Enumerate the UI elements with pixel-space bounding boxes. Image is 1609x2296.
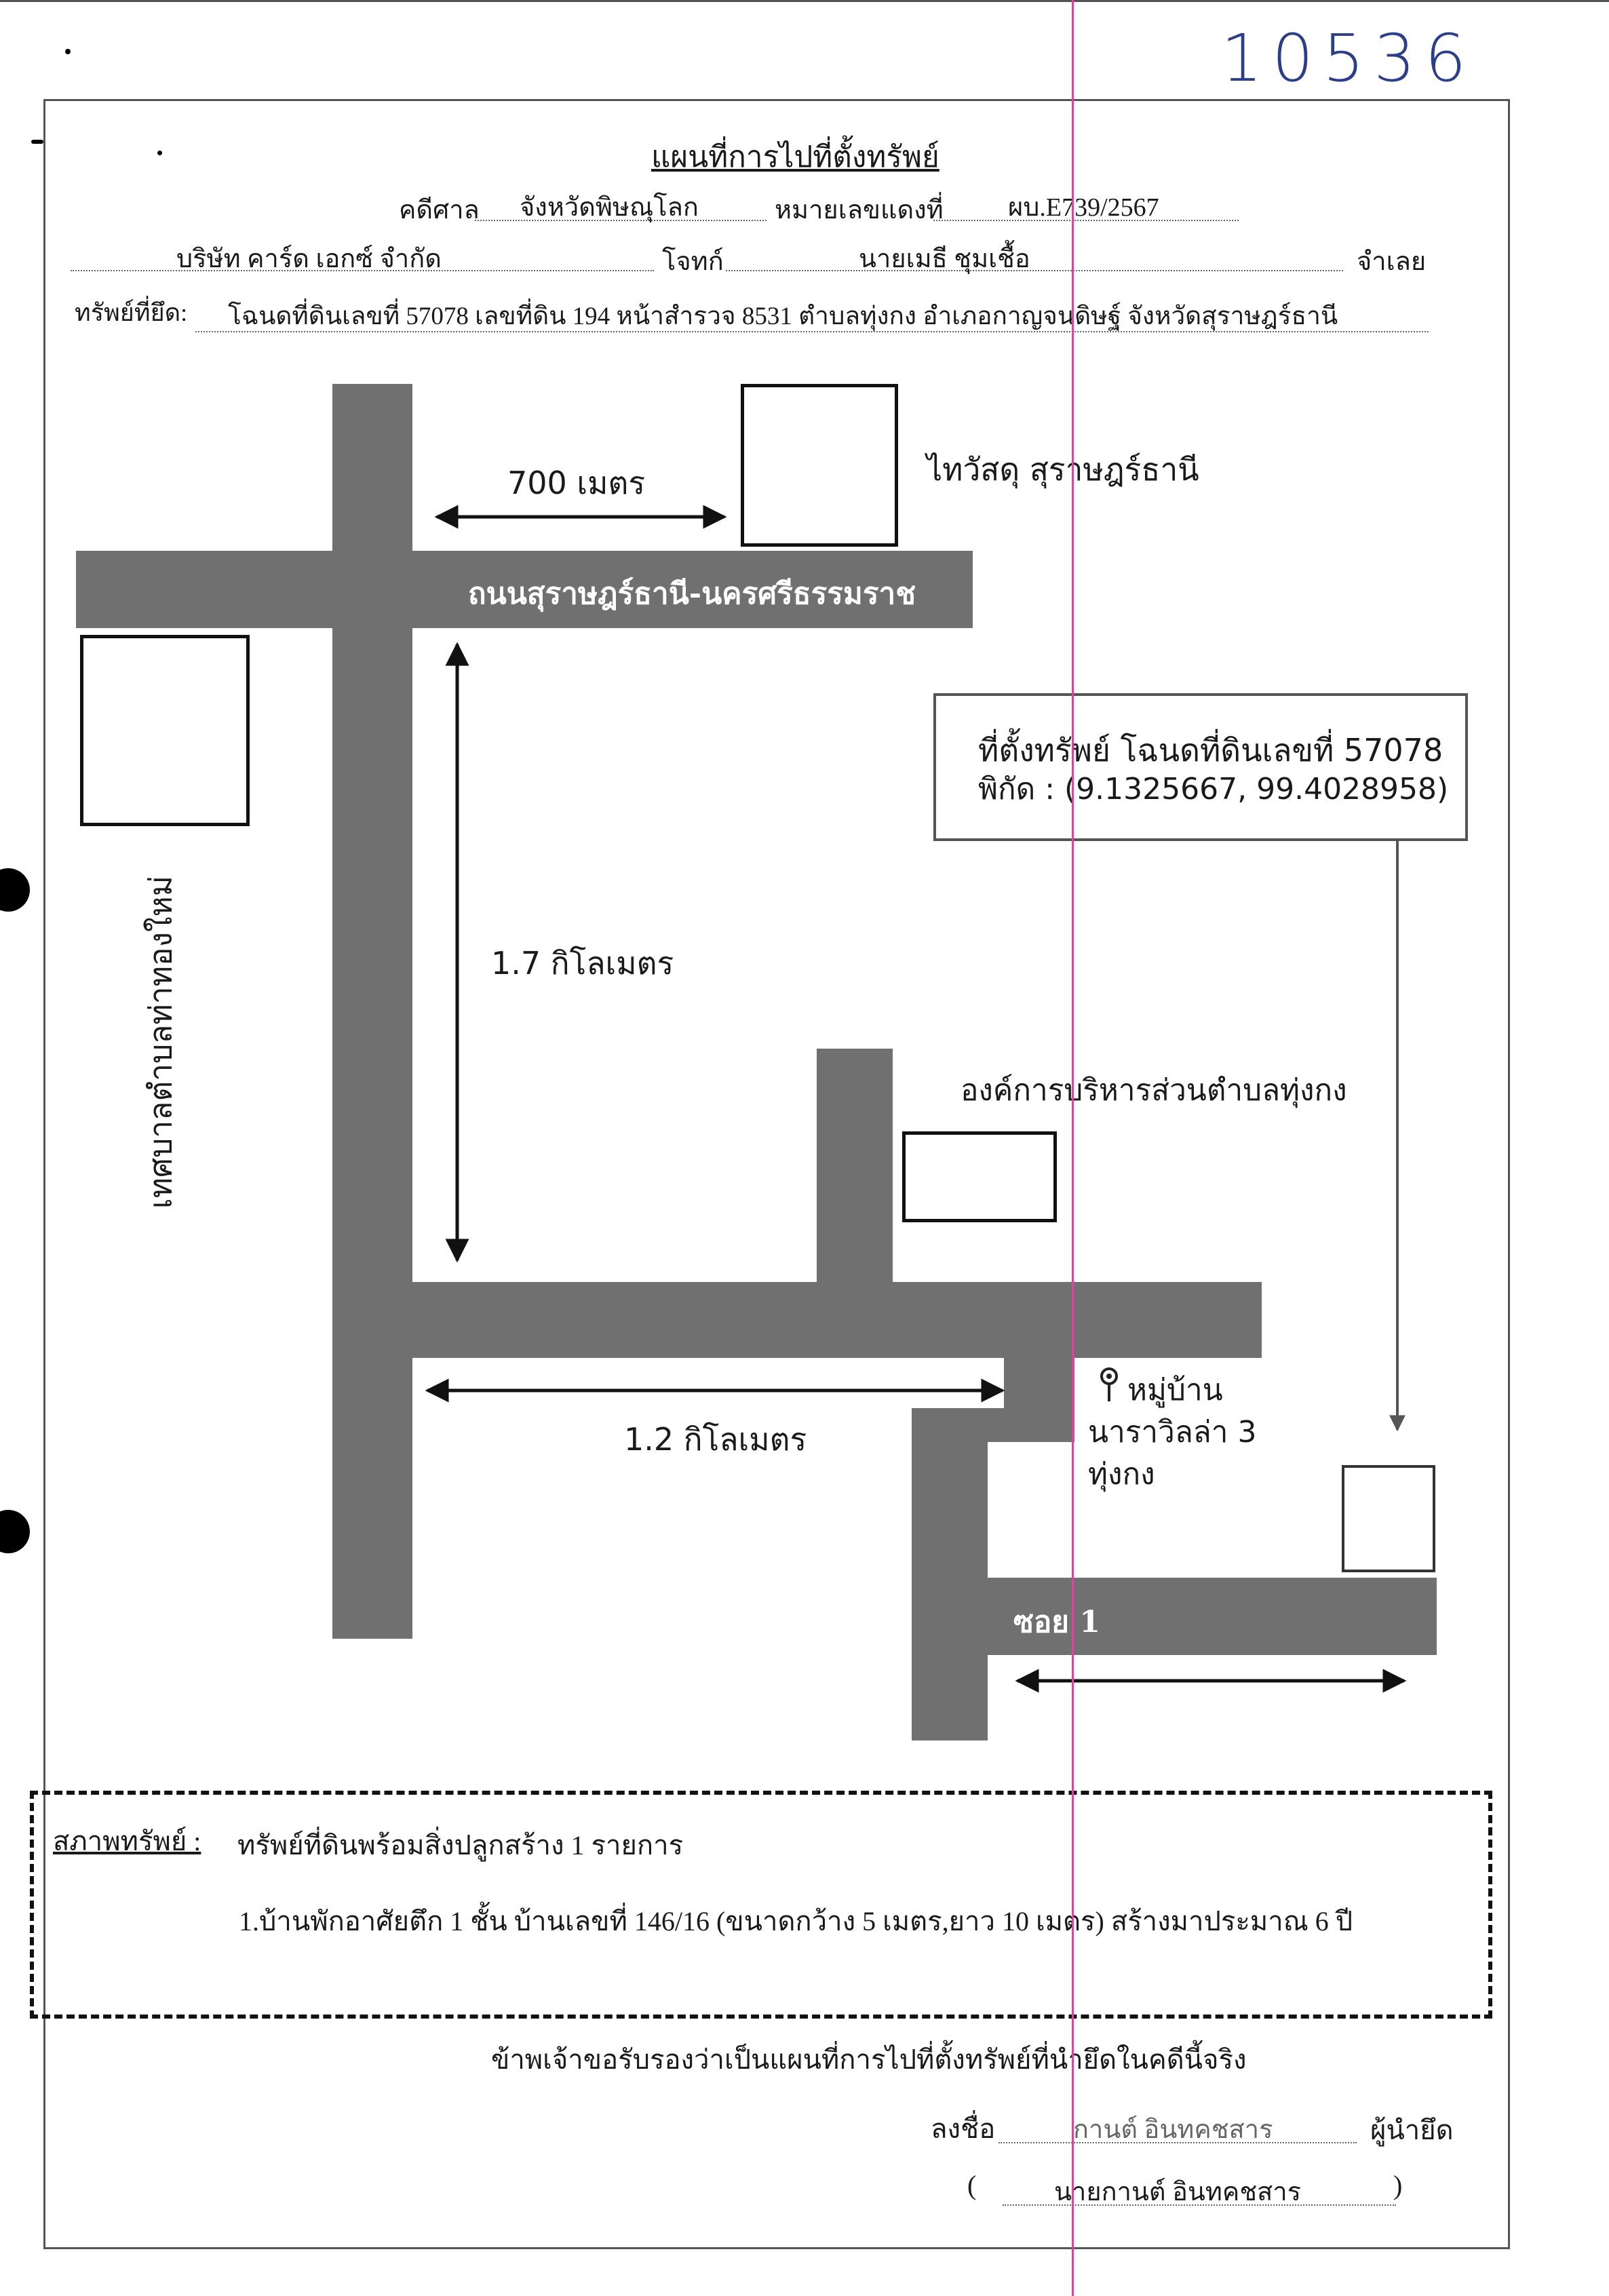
case-field: ผบ.E739/2567 [933, 190, 1239, 222]
horizontal-road-lower [412, 1282, 1262, 1358]
label-sao: องค์การบริหารส่วนตำบลทุ่งกง [961, 1073, 1347, 1108]
building-sao [902, 1131, 1057, 1222]
property-field: โฉนดที่ดินเลขที่ 57078 เลขที่ดิน 194 หน้… [195, 292, 1429, 332]
soi-vertical [912, 1408, 988, 1740]
open-paren: ( [967, 2170, 977, 2200]
distance-label-1-2km: 1.2 กิโลเมตร [624, 1421, 807, 1458]
court-value: จังหวัดพิษณุโลก [520, 193, 699, 222]
defendant-label: จำเลย [1357, 248, 1427, 276]
village-label-line1: หมู่บ้าน [1127, 1373, 1223, 1407]
location-coordinates: พิกัด : (9.1325667, 99.4028958) [978, 772, 1449, 806]
defendant-field: นายเมธี ชุมเชื้อ [726, 239, 1343, 273]
property-value: โฉนดที่ดินเลขที่ 57078 เลขที่ดิน 194 หน้… [228, 303, 1338, 330]
main-road-label: ถนนสุราษฎร์ธานี-นครศรีธรรมราช [468, 577, 916, 611]
close-paren: ) [1393, 2170, 1403, 2200]
scan-line [0, 0, 1609, 2]
condition-label: สภาพทรัพย์ : [53, 1826, 201, 1856]
building-thaiwatsadu [741, 384, 898, 547]
signature-text: กานต์ อินทคชสาร [1073, 2116, 1273, 2144]
scan-speck [65, 49, 71, 54]
soi-label: ซอย 1 [1013, 1605, 1101, 1639]
main-highway [76, 551, 973, 628]
plaintiff-field: บริษัท คาร์ด เอกซ์ จำกัด [71, 239, 654, 273]
scan-speck [157, 151, 162, 155]
printed-name-field: นายกานต์ อินทคชสาร [1003, 2168, 1396, 2206]
court-field: จังหวัดพิษณุโลก [475, 190, 767, 222]
page-frame [43, 99, 1510, 2249]
scan-magenta-line [1072, 0, 1074, 2296]
plaintiff-label: โจทก์ [662, 248, 724, 276]
village-label-line3: ทุ่งกง [1088, 1457, 1155, 1492]
village-label-line2: นาราวิลล่า 3 [1088, 1415, 1257, 1449]
case-label: หมายเลขแดงที่ [775, 196, 944, 225]
printed-name: นายกานต์ อินทคชสาร [1054, 2178, 1302, 2206]
property-condition-box [30, 1791, 1492, 2019]
signature-field: กานต์ อินทคชสาร [999, 2105, 1357, 2144]
plaintiff-value: บริษัท คาร์ด เอกซ์ จำกัด [176, 245, 442, 273]
scan-speck [31, 140, 43, 144]
distance-label-1-7km: 1.7 กิโลเมตร [491, 945, 674, 981]
sign-label: ลงชื่อ [931, 2114, 996, 2144]
document-number: 10536 [1221, 20, 1476, 96]
condition-line2: 1.บ้านพักอาศัยตึก 1 ชั้น บ้านเลขที่ 146/… [239, 1906, 1353, 1937]
building-property [1342, 1465, 1435, 1572]
page-title: แผนที่การไปที่ตั้งทรัพย์ [651, 140, 939, 174]
branch-road-upper [817, 1049, 893, 1282]
certification-text: ข้าพเจ้าขอรับรองว่าเป็นแผนที่การไปที่ตั้… [491, 2044, 1247, 2075]
building-municipality [80, 635, 250, 826]
map-pin-icon [1099, 1367, 1119, 1403]
defendant-value: นายเมธี ชุมเชื้อ [859, 245, 1030, 273]
label-municipality: เทศบาลตำบลท่าทองใหม่ [142, 875, 179, 1209]
case-value: ผบ.E739/2567 [1008, 193, 1159, 222]
court-label: คดีศาล [399, 196, 480, 225]
soi-1-road [988, 1578, 1437, 1655]
location-callout [933, 693, 1468, 841]
property-label: ทรัพย์ที่ยึด: [75, 299, 188, 326]
distance-label-700m: 700 เมตร [507, 465, 646, 501]
location-title: ที่ตั้งทรัพย์ โฉนดที่ดินเลขที่ 57078 [978, 732, 1443, 768]
label-thaiwatsadu: ไทวัสดุ สุราษฎร์ธานี [927, 451, 1199, 488]
condition-line1: ทรัพย์ที่ดินพร้อมสิ่งปลูกสร้าง 1 รายการ [237, 1830, 684, 1861]
role-label: ผู้นำยึด [1370, 2115, 1454, 2145]
